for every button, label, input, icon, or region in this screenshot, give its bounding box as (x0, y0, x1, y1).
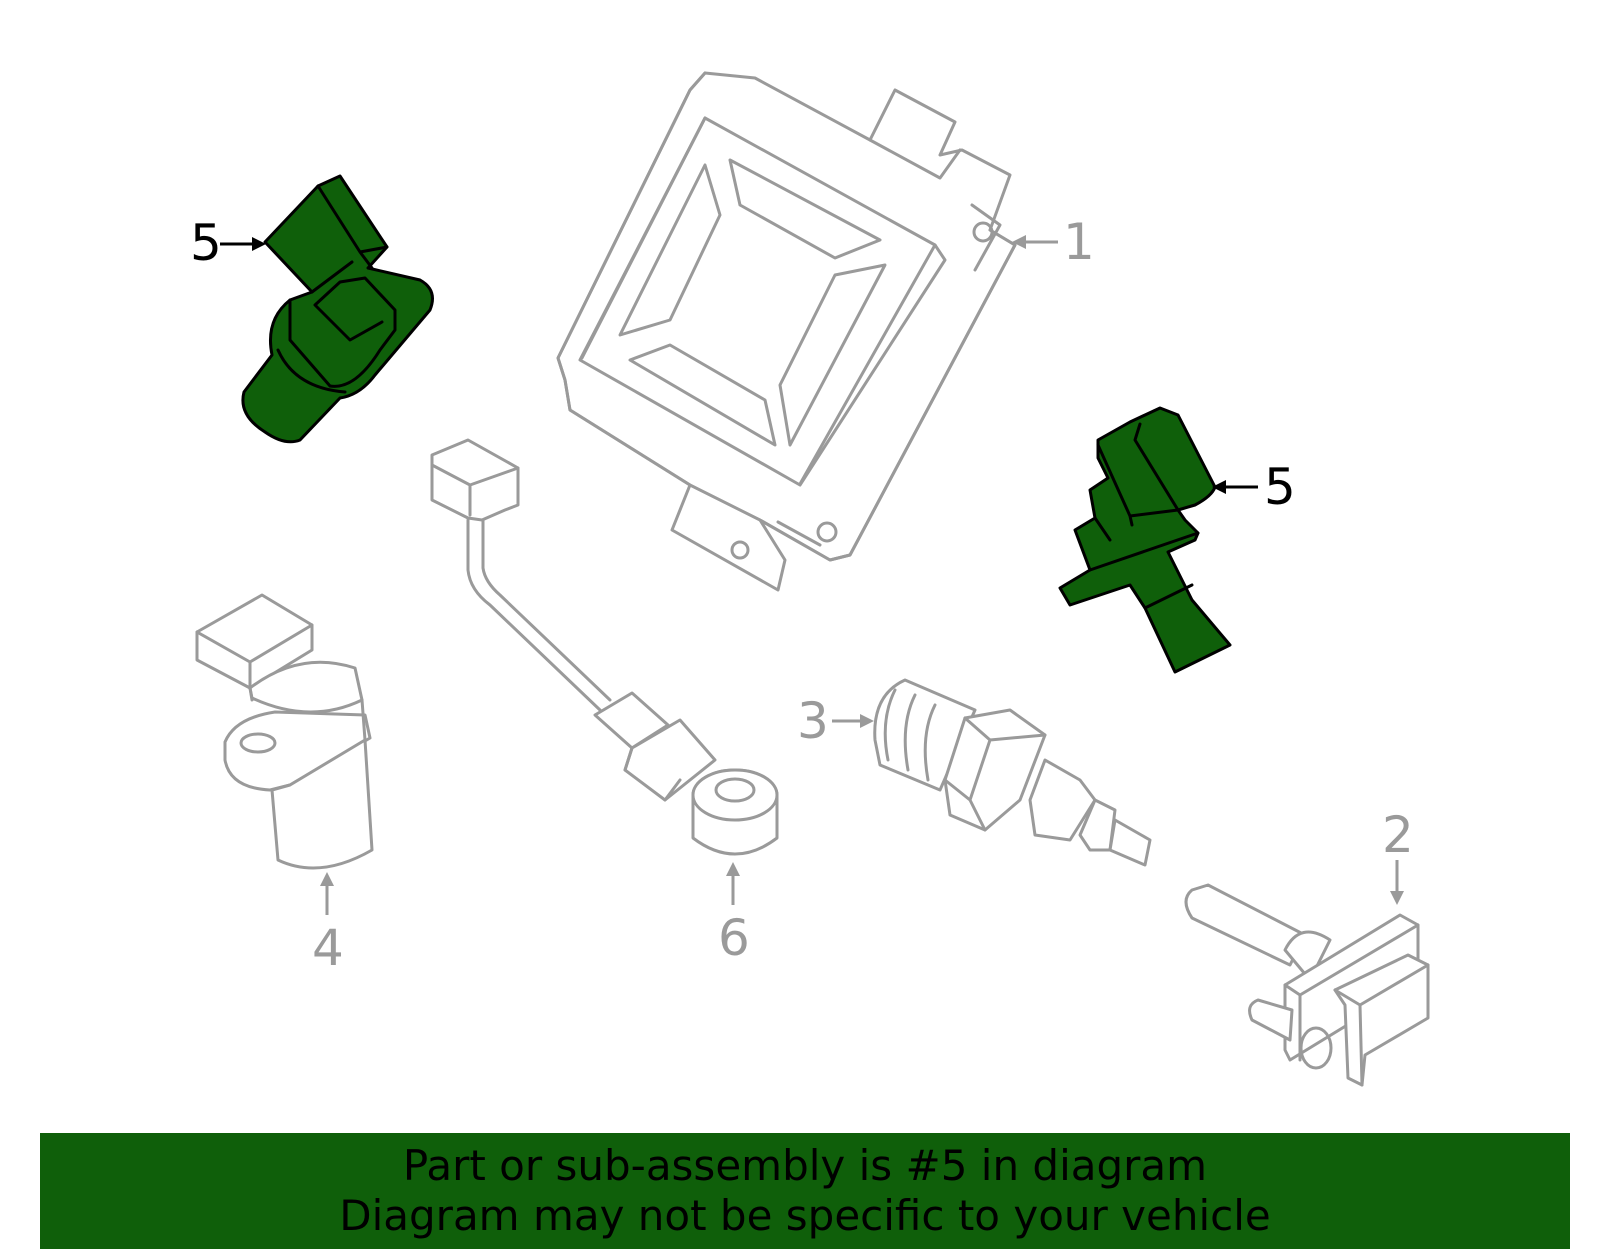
banner-background (40, 1133, 1570, 1249)
knock-sensor (430, 438, 779, 856)
callout-6-label: 6 (718, 909, 750, 967)
callout-5-right: 5 (1212, 458, 1296, 516)
callout-1-label: 1 (1063, 213, 1095, 271)
speed-sensor (1184, 883, 1430, 1087)
callout-5-left: 5 (190, 214, 266, 272)
callout-3-label: 3 (797, 692, 829, 750)
temperature-sensor (873, 678, 1152, 867)
banner-line-disclaimer: Diagram may not be specific to your vehi… (339, 1191, 1271, 1240)
info-banner: Part or sub-assembly is #5 in diagram Di… (40, 1133, 1570, 1249)
crank-sensor (195, 593, 374, 870)
banner-line-part: Part or sub-assembly is #5 in diagram (402, 1141, 1208, 1190)
callout-4-label: 4 (312, 919, 344, 977)
ecu-module (556, 71, 1017, 592)
callout-4: 4 (312, 872, 344, 977)
callout-6: 6 (718, 862, 750, 967)
callout-1: 1 (1012, 213, 1095, 271)
callout-2: 2 (1382, 806, 1414, 905)
callout-3: 3 (797, 692, 874, 750)
callout-5-left-label: 5 (190, 214, 222, 272)
highlighted-part-5-left (241, 174, 434, 444)
highlighted-part-5-right (1058, 406, 1232, 674)
callout-2-label: 2 (1382, 806, 1414, 864)
callout-5-right-label: 5 (1264, 458, 1296, 516)
